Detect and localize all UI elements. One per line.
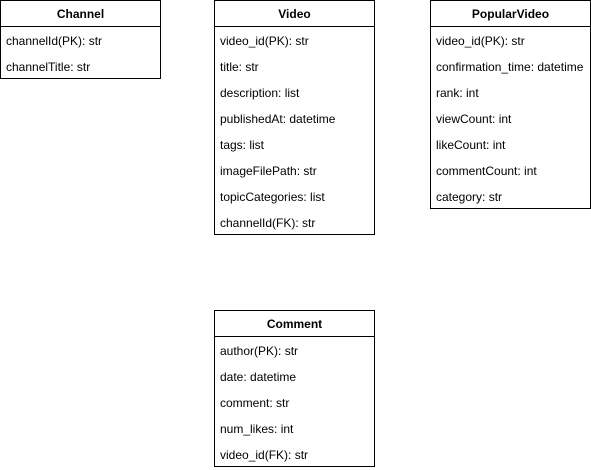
entity-field: description: list [220, 86, 300, 100]
entity-field: imageFilePath: str [220, 164, 317, 178]
entity-field: commentCount: int [436, 164, 537, 178]
entity-field-list: channelId(PK): str channelTitle: str [1, 27, 160, 80]
entity-field: likeCount: int [436, 138, 506, 152]
entity-field: date: datetime [220, 370, 297, 384]
entity-field: confirmation_time: datetime [436, 60, 584, 74]
entity-field: topicCategories: list [220, 190, 325, 204]
entity-channel[interactable]: Channel channelId(PK): str channelTitle:… [0, 0, 161, 79]
entity-field: video_id(PK): str [436, 34, 525, 48]
entity-field: video_id(FK): str [220, 448, 309, 462]
entity-field-list: video_id(PK): str title: str description… [215, 27, 374, 236]
entity-field: channelTitle: str [6, 60, 91, 74]
entity-field: publishedAt: datetime [220, 112, 336, 126]
entity-title: Channel [1, 1, 160, 27]
entity-field: viewCount: int [436, 112, 512, 126]
entity-field: channelId(PK): str [6, 34, 103, 48]
entity-comment[interactable]: Comment author(PK): str date: datetime c… [214, 310, 375, 467]
entity-field: channelId(FK): str [220, 216, 316, 230]
entity-field: title: str [220, 60, 259, 74]
entity-field: video_id(PK): str [220, 34, 309, 48]
entity-field: num_likes: int [220, 422, 294, 436]
entity-field: category: str [436, 190, 503, 204]
entity-field-list: author(PK): str date: datetime comment: … [215, 337, 374, 468]
entity-field: comment: str [220, 396, 290, 410]
entity-field: tags: list [220, 138, 265, 152]
entity-popular-video[interactable]: PopularVideo video_id(PK): str confirmat… [430, 0, 591, 209]
entity-title: PopularVideo [431, 1, 590, 27]
entity-field-list: video_id(PK): str confirmation_time: dat… [431, 27, 590, 210]
entity-video[interactable]: Video video_id(PK): str title: str descr… [214, 0, 375, 235]
entity-field: rank: int [436, 86, 479, 100]
entity-title: Comment [215, 311, 374, 337]
entity-field: author(PK): str [220, 344, 299, 358]
entity-title: Video [215, 1, 374, 27]
